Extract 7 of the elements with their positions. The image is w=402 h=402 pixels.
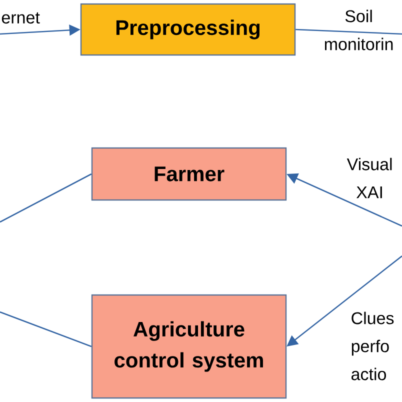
process-box: Preprocessing [80, 3, 296, 56]
label-text: Soil monitorin [324, 10, 393, 50]
system-box: Agriculture control system [91, 294, 287, 399]
label-text: ernet [2, 12, 40, 24]
actor-box: Farmer [91, 147, 287, 201]
label-text: Visual XAI [346, 158, 392, 198]
label-text: Clues perfo actio [352, 312, 394, 380]
